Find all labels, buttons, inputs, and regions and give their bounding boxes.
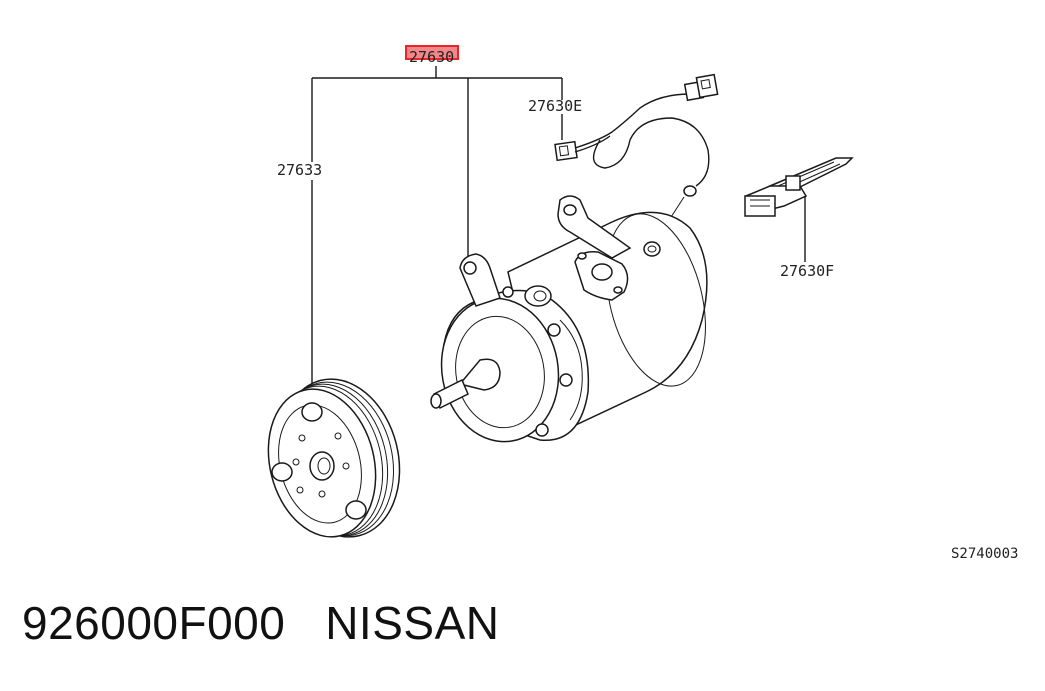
callout-clip[interactable]: 27630F bbox=[780, 262, 834, 280]
callout-highlight bbox=[405, 45, 459, 60]
clip-drawing bbox=[744, 157, 854, 217]
wiring-harness-drawing bbox=[554, 73, 719, 229]
callout-harness[interactable]: 27630E bbox=[528, 97, 582, 115]
part-caption: 926000F000 NISSAN bbox=[22, 596, 499, 650]
brand-name: NISSAN bbox=[325, 597, 500, 649]
callout-pulley[interactable]: 27633 bbox=[277, 161, 322, 179]
callout-main[interactable]: 27630 bbox=[409, 48, 454, 66]
leader-lines bbox=[311, 66, 806, 385]
reference-code: S2740003 bbox=[951, 546, 1018, 562]
compressor-drawing bbox=[430, 195, 708, 443]
pulley-drawing bbox=[267, 378, 401, 538]
callout-highlight-fill bbox=[407, 47, 457, 58]
part-number: 926000F000 bbox=[22, 597, 286, 649]
